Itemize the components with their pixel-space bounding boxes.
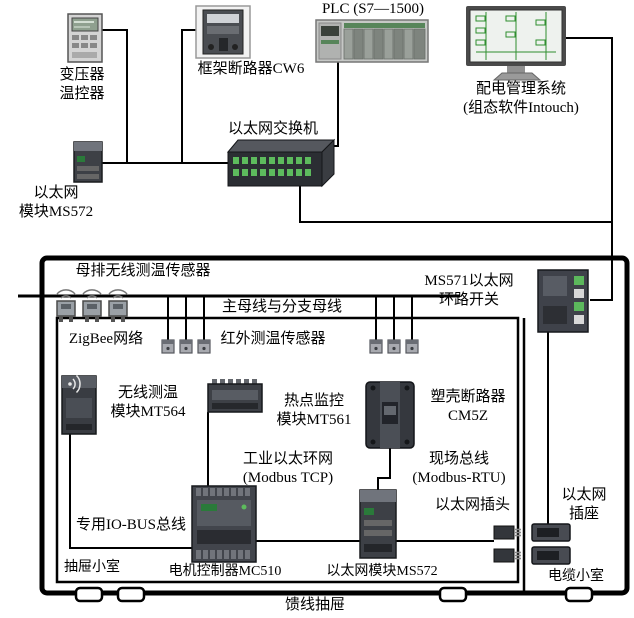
- cable-compartment-label: 电缆小室: [548, 569, 604, 584]
- feeder-drawer-label: 馈线抽屉: [284, 597, 345, 613]
- wireless-temp-module-mt564-device: [61, 374, 97, 435]
- frame-breaker-label: 框架断路器CW6: [197, 61, 305, 77]
- motor-controller-mc510-device: [191, 485, 257, 563]
- infrared-sensor-icon: [197, 339, 211, 354]
- ethernet-module-ms572-bottom-device: [359, 489, 397, 559]
- ethernet-sockets: [531, 523, 571, 565]
- hotspot-module-mt561-device: [207, 379, 263, 413]
- ethernet-socket-icon: [531, 523, 571, 542]
- io-bus-label: 专用IO-BUS总线: [75, 517, 186, 533]
- main-bus-label: 主母线与分支母线: [221, 299, 342, 315]
- ethernet-switch-label: 以太网交换机: [227, 121, 318, 137]
- frame-breaker-cw6-device: [195, 5, 251, 59]
- ring-switch-label: MS571以太网 环路开关: [424, 273, 514, 309]
- motor-controller-label: 电机控制器MC510: [168, 564, 282, 579]
- plc-device: [315, 19, 429, 63]
- infrared-sensor-label: 红外测温传感器: [220, 331, 326, 347]
- wireless-module-label: 无线测温 模块MT564: [110, 385, 186, 421]
- infrared-sensor-icon: [405, 339, 419, 354]
- infrared-sensor-icon: [369, 339, 383, 354]
- infrared-sensor-icon: [179, 339, 193, 354]
- mccb-cm5z-device: [365, 381, 415, 449]
- monitor-screen-content: [475, 12, 556, 60]
- cabinet-frame: [39, 255, 630, 596]
- drawer-unit-frame: [55, 316, 520, 584]
- ms571-ring-switch-device: [537, 269, 589, 333]
- transformer-temp-controller-device: [67, 13, 103, 63]
- zigbee-label: ZigBee网络: [68, 331, 144, 347]
- fieldbus-label: 现场总线 (Modbus-RTU): [412, 451, 506, 487]
- mccb-label: 塑壳断路器 CM5Z: [430, 389, 506, 425]
- infrared-sensor-icon: [387, 339, 401, 354]
- busbar-sensor-label: 母排无线测温传感器: [75, 263, 211, 279]
- ethernet-socket-icon: [531, 546, 571, 565]
- ethernet-module-bottom-label: 以太网模块MS572: [326, 564, 438, 579]
- ethernet-switch-device: [226, 138, 336, 188]
- plc-label: PLC (S7—1500): [321, 1, 425, 17]
- management-system-label: 配电管理系统 (组态软件Intouch): [463, 81, 579, 117]
- infrared-sensor-icon: [161, 339, 175, 354]
- transformer-controller-label: 变压器 温控器: [59, 67, 105, 103]
- hotspot-module-label: 热点监控 模块MT561: [276, 393, 352, 429]
- ethernet-socket-label: 以太网 插座: [561, 487, 607, 523]
- ethernet-module-top-label: 以太网 模块MS572: [18, 185, 94, 221]
- ethernet-module-ms572-top-device: [73, 141, 103, 183]
- management-monitor-device: [466, 6, 566, 81]
- ethernet-plug-label: 以太网插头: [434, 497, 510, 513]
- industrial-ring-label: 工业以太环网 (Modbus TCP): [242, 451, 334, 487]
- drawer-compartment-label: 抽屉小室: [64, 560, 120, 575]
